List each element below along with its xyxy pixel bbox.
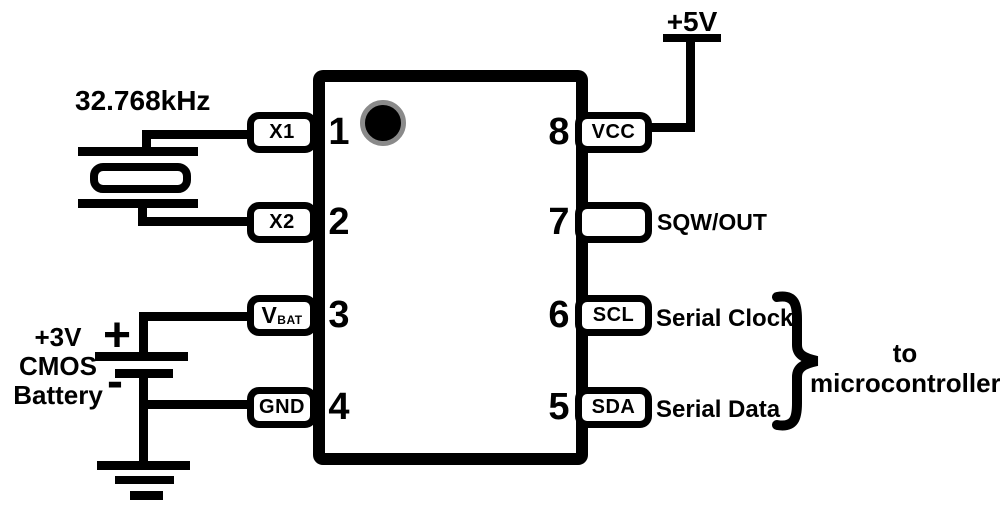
wire-vbat-horizontal — [139, 312, 248, 321]
wire-x1-horizontal — [142, 130, 248, 139]
crystal-plate-bottom — [78, 199, 198, 208]
supply-voltage-label: +5V — [666, 6, 718, 37]
to-microcontroller-label: to microcontroller — [810, 338, 1000, 398]
crystal-frequency-label: 32.768kHz — [75, 85, 211, 116]
to-microcontroller-line2: microcontroller — [810, 368, 1000, 398]
wire-x2-horizontal — [138, 217, 248, 226]
wire-gnd-horizontal — [143, 400, 248, 409]
to-microcontroller-line1: to — [892, 338, 918, 368]
pin-number-1: 1 — [328, 111, 350, 153]
pin-box-x2: X2 — [247, 202, 317, 243]
pin-label-vbat-subscript: BAT — [277, 312, 303, 327]
ground-bar-2 — [115, 476, 174, 484]
sqw-out-label: SQW/OUT — [657, 209, 767, 235]
pin-number-8: 8 — [548, 111, 570, 153]
battery-minus-sign: - — [107, 355, 123, 408]
pin-box-gnd: GND — [247, 387, 317, 428]
battery-label-line2: CMOS — [19, 351, 97, 381]
crystal-plate-top — [78, 147, 198, 156]
battery-plate-positive — [95, 352, 188, 361]
pin-number-2: 2 — [328, 201, 350, 243]
pin-number-3: 3 — [328, 294, 350, 336]
wire-x2-stub — [138, 206, 147, 221]
pin-label-gnd: GND — [259, 396, 305, 418]
pin-box-vcc: VCC — [575, 112, 652, 153]
pin-label-x1: X1 — [269, 121, 295, 143]
ground-bar-3 — [130, 491, 163, 500]
pin-number-7: 7 — [548, 201, 570, 243]
supply-rail-bar — [663, 34, 721, 42]
serial-data-label: Serial Data — [656, 396, 781, 423]
pin-number-4: 4 — [328, 386, 350, 428]
battery-plate-negative — [115, 369, 173, 378]
pin-box-sda: SDA — [575, 387, 652, 428]
pin-label-vbat: V — [261, 302, 278, 328]
wire-supply-vertical — [686, 40, 695, 132]
battery-label: +3V CMOS Battery — [8, 323, 108, 410]
pin-label-scl: SCL — [592, 304, 635, 326]
pin-label-x2: X2 — [269, 211, 295, 233]
pin-number-6: 6 — [548, 294, 570, 336]
pin-box-x1: X1 — [247, 112, 317, 153]
pin-number-5: 5 — [548, 386, 570, 428]
ic-body — [313, 70, 588, 465]
crystal-body — [90, 163, 191, 193]
wire-battery-to-ground — [139, 377, 148, 465]
wire-battery-positive — [139, 314, 148, 354]
pin-label-sda: SDA — [591, 396, 636, 418]
serial-clock-label: Serial Clock — [656, 305, 794, 332]
pin-box-scl: SCL — [575, 295, 652, 336]
wire-x1-stub — [142, 134, 151, 151]
pin-box-sqw — [575, 202, 652, 243]
wire-vcc-horizontal — [647, 123, 695, 132]
ground-bar-1 — [97, 461, 190, 470]
battery-label-line3: Battery — [13, 380, 103, 410]
pin-label-vcc: VCC — [591, 121, 636, 143]
battery-label-line1: +3V — [34, 322, 82, 352]
battery-plus-sign: + — [103, 309, 132, 362]
pin1-indicator-dot — [360, 100, 406, 146]
brace-icon — [772, 291, 819, 431]
